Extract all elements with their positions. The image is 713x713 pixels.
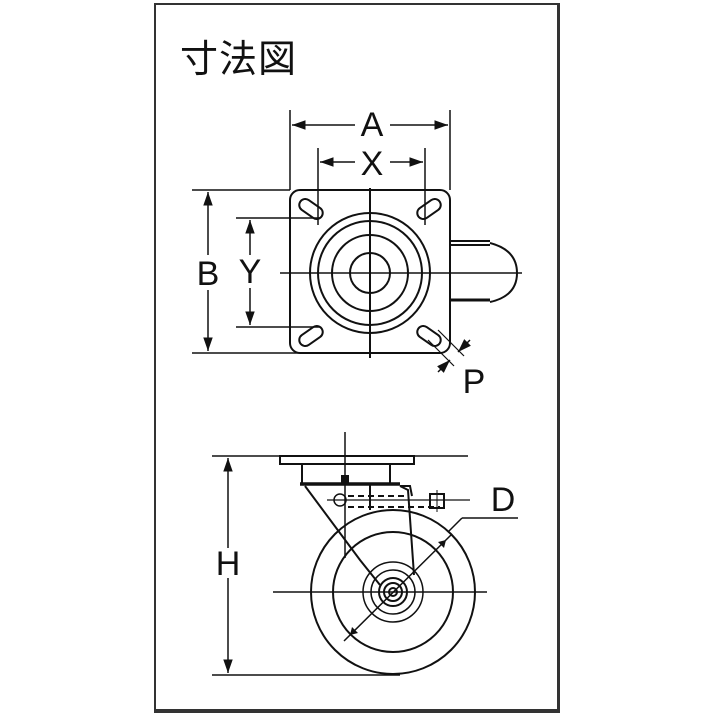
- wheel-stub: [450, 240, 519, 303]
- drawing-frame: [154, 3, 560, 713]
- caster-fork: [304, 485, 381, 586]
- drawing-title: 寸法図: [180, 37, 298, 81]
- label-a: A: [361, 106, 384, 144]
- label-d: D: [491, 481, 516, 519]
- top-plate: [279, 455, 415, 465]
- label-b: B: [197, 255, 220, 293]
- label-x: X: [361, 145, 384, 183]
- label-p: P: [463, 363, 486, 401]
- side-view: D H: [212, 432, 518, 676]
- top-view: A X B Y P: [192, 106, 522, 401]
- label-y: Y: [239, 253, 262, 291]
- label-h: H: [216, 545, 241, 583]
